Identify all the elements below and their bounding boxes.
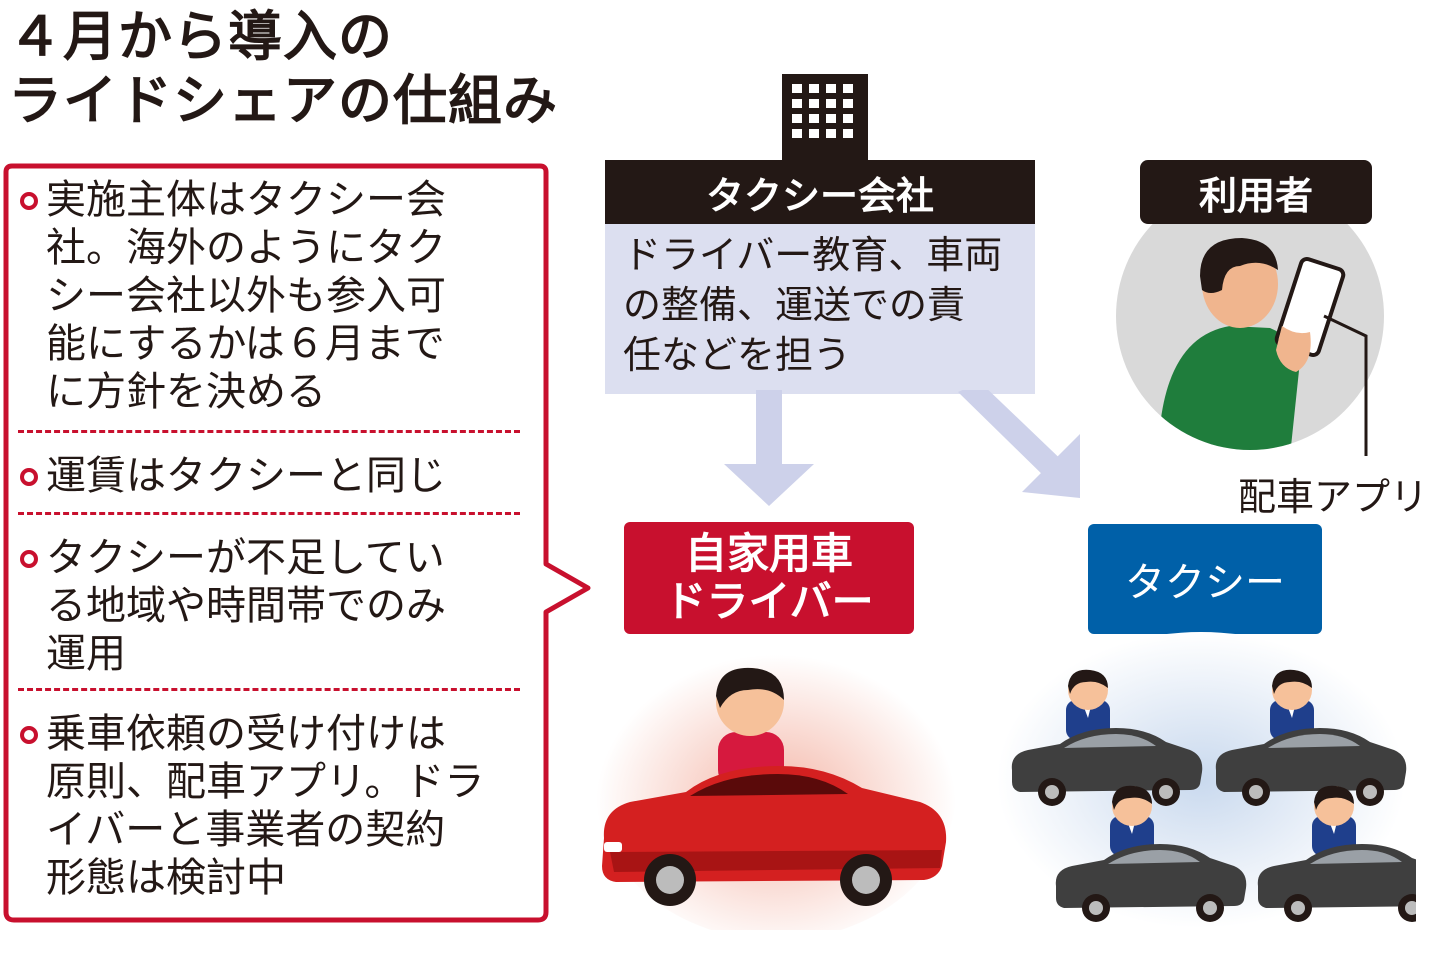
taxi-label: タクシー (1088, 524, 1322, 634)
point-1-line: 社。海外のようにタク (46, 225, 446, 271)
user-illustration (1116, 186, 1384, 456)
taxi-company-label: タクシー会社 (605, 160, 1035, 224)
bullet-dot (20, 192, 38, 210)
arrow-to-taxi (958, 390, 1080, 498)
point-3-line: タクシーが不足してい (46, 535, 445, 581)
point-4-line: 形態は検討中 (46, 855, 286, 901)
point-4-line: 乗車依頼の受け付けは (46, 711, 446, 757)
user-hand (1276, 326, 1311, 372)
divider (18, 512, 520, 515)
bullet-dot (20, 726, 38, 744)
title-line-1: ４月から導入の (8, 5, 393, 68)
callout-box (3, 163, 591, 923)
app-pointer-line (1323, 314, 1368, 456)
point-2-line: 運賃はタクシーと同じ (46, 453, 446, 499)
point-1: 実施主体はタクシー会 社。海外のようにタク シー会社以外も参入可 能にするかは６… (46, 176, 546, 416)
private-driver-label: 自家用車 ドライバー (624, 522, 914, 634)
private-car-illustration (596, 640, 956, 930)
point-3-line: 運用 (46, 631, 126, 677)
point-3: タクシーが不足してい る地域や時間帯でのみ 運用 (46, 534, 546, 678)
point-3-line: る地域や時間帯でのみ (46, 583, 446, 629)
point-1-line: 能にするかは６月まで (46, 321, 445, 367)
point-1-line: 実施主体はタクシー会 (46, 177, 446, 223)
taxi-fleet-illustration (997, 632, 1416, 928)
arrow-to-driver (724, 390, 814, 506)
user-shirt (1160, 326, 1300, 450)
red-car-icon (602, 766, 947, 906)
building-icon (782, 74, 868, 162)
company-desc-line: ドライバー教育、車両 (623, 233, 1003, 277)
user-label: 利用者 (1140, 160, 1372, 224)
private-driver-label-line: ドライバー (664, 577, 874, 626)
bullet-dot (20, 468, 38, 486)
taxi-company-description: ドライバー教育、車両 の整備、運送での責 任などを担う (605, 224, 1035, 394)
divider (18, 430, 520, 433)
point-4: 乗車依頼の受け付けは 原則、配車アプリ。ドラ イバーと事業者の契約 形態は検討中 (46, 710, 546, 902)
title-line-2: ライドシェアの仕組み (8, 69, 558, 132)
private-driver-label-line: 自家用車 (684, 529, 853, 578)
company-desc-line: の整備、運送での責 (623, 283, 966, 327)
point-1-line: シー会社以外も参入可 (46, 273, 446, 319)
company-desc-line: 任などを担う (623, 333, 852, 377)
ride-hailing-app-label: 配車アプリ (1238, 475, 1429, 519)
flow-arrows (724, 390, 1080, 506)
divider (18, 688, 520, 691)
point-4-line: 原則、配車アプリ。ドラ (46, 759, 485, 805)
point-1-line: に方針を決める (46, 369, 326, 415)
user-hair (1200, 238, 1278, 293)
point-4-line: イバーと事業者の契約 (46, 807, 446, 853)
bullet-dot (20, 550, 38, 568)
point-2: 運賃はタクシーと同じ (46, 452, 546, 500)
